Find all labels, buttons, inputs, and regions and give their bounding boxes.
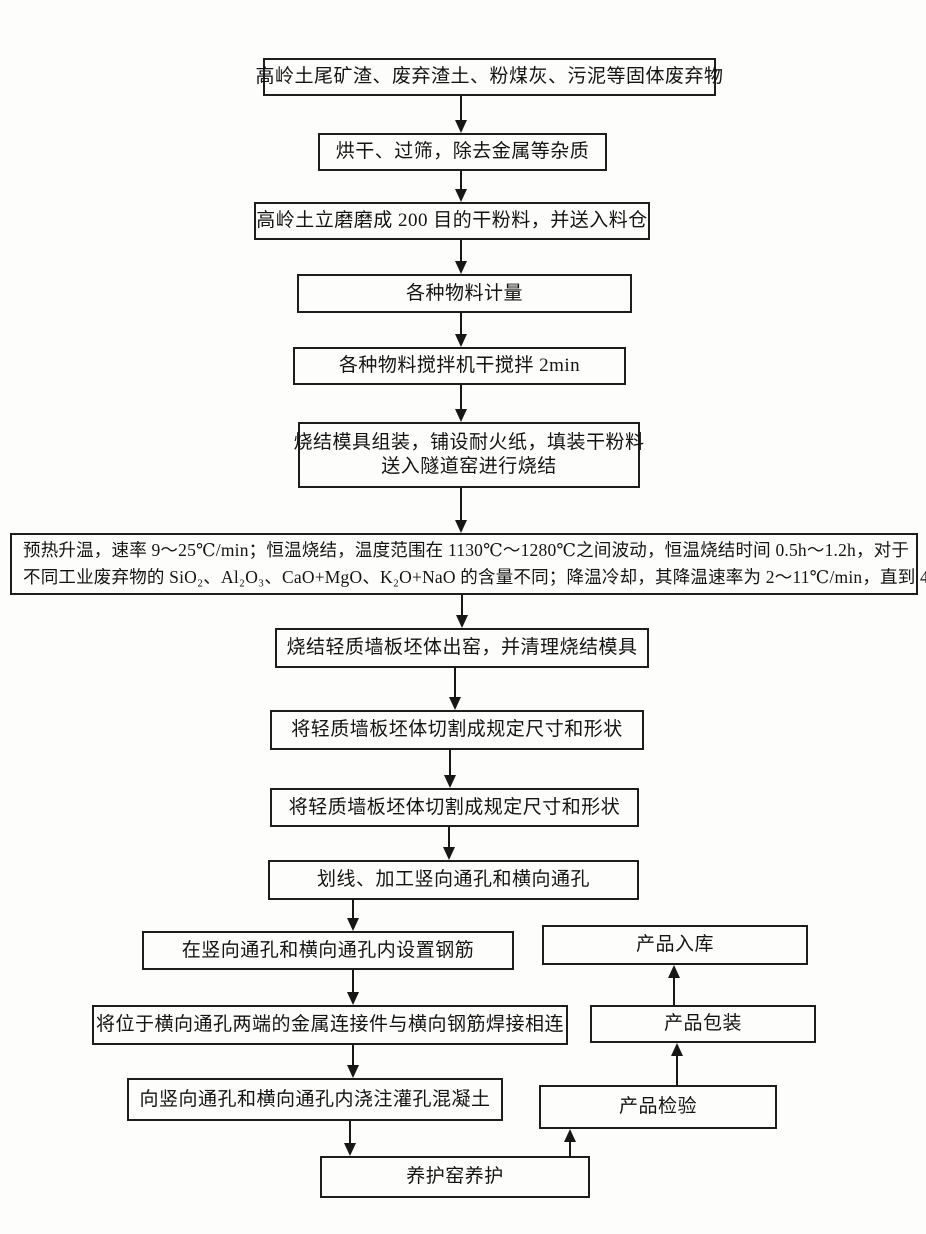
flow-step-dry-mix-label: 各种物料搅拌机干搅拌 2min xyxy=(338,355,581,377)
flow-step-cut-1-label: 将轻质墙板坯体切割成规定尺寸和形状 xyxy=(291,719,623,741)
flow-step-mold-line1: 烧结模具组装，铺设耐火纸，填装干粉料 xyxy=(293,432,645,454)
flow-step-place-rebar: 在竖向通孔和横向通孔内设置钢筋 xyxy=(142,931,514,970)
flow-step-grind-label: 高岭土立磨磨成 200 目的干粉料，并送入料仓 xyxy=(256,210,648,232)
flow-step-unload-kiln-label: 烧结轻质墙板坯体出窑，并清理烧结模具 xyxy=(286,637,638,659)
flow-step-dosing-label: 各种物料计量 xyxy=(405,282,523,304)
flow-step-product-warehouse-label: 产品入库 xyxy=(635,934,714,956)
flow-step-mold: 烧结模具组装，铺设耐火纸，填装干粉料 送入隧道窑进行烧结 xyxy=(294,422,644,488)
flow-step-sinter: 预热升温，速率 9～25℃/min；恒温烧结，温度范围在 1130℃～1280℃… xyxy=(10,533,926,595)
flow-step-curing-kiln: 养护窑养护 xyxy=(320,1156,590,1198)
flow-step-product-inspect: 产品检验 xyxy=(539,1085,777,1129)
flow-step-scribe-holes-label: 划线、加工竖向通孔和横向通孔 xyxy=(316,869,590,891)
flow-step-scribe-holes: 划线、加工竖向通孔和横向通孔 xyxy=(268,860,639,900)
flow-step-cut-2: 将轻质墙板坯体切割成规定尺寸和形状 xyxy=(270,788,639,827)
flow-step-unload-kiln: 烧结轻质墙板坯体出窑，并清理烧结模具 xyxy=(275,628,649,668)
flow-step-cut-1: 将轻质墙板坯体切割成规定尺寸和形状 xyxy=(270,710,644,750)
flow-step-product-warehouse: 产品入库 xyxy=(542,925,808,965)
flow-step-place-rebar-label: 在竖向通孔和横向通孔内设置钢筋 xyxy=(181,939,475,961)
flow-step-product-inspect-label: 产品检验 xyxy=(618,1096,697,1118)
flow-step-dry-screen: 烘干、过筛，除去金属等杂质 xyxy=(318,133,607,171)
flow-step-dosing: 各种物料计量 xyxy=(297,274,632,313)
flow-step-sinter-line2: 不同工业废弃物的 SiO₂、Al₂O₃、CaO+MgO、K₂O+NaO 的含量不… xyxy=(23,567,926,587)
flow-step-weld-connectors-label: 将位于横向通孔两端的金属连接件与横向钢筋焊接相连 xyxy=(95,1014,564,1036)
flow-step-curing-kiln-label: 养护窑养护 xyxy=(406,1166,504,1188)
flow-step-product-package: 产品包装 xyxy=(590,1005,816,1043)
flow-step-dry-mix: 各种物料搅拌机干搅拌 2min xyxy=(293,347,626,385)
flow-step-grind: 高岭土立磨磨成 200 目的干粉料，并送入料仓 xyxy=(254,202,650,240)
flow-step-product-package-label: 产品包装 xyxy=(663,1013,742,1035)
flow-step-weld-connectors: 将位于横向通孔两端的金属连接件与横向钢筋焊接相连 xyxy=(92,1005,568,1045)
flow-step-dry-screen-label: 烘干、过筛，除去金属等杂质 xyxy=(335,141,590,163)
flow-step-raw-materials: 高岭土尾矿渣、废弃渣土、粉煤灰、污泥等固体废弃物 xyxy=(256,58,723,96)
flow-step-mold-line2: 送入隧道窑进行烧结 xyxy=(381,456,557,477)
flow-step-raw-materials-label: 高岭土尾矿渣、废弃渣土、粉煤灰、污泥等固体废弃物 xyxy=(255,66,724,88)
flow-step-sinter-line1: 预热升温，速率 9～25℃/min；恒温烧结，温度范围在 1130℃～1280℃… xyxy=(23,540,910,560)
flow-step-grout-concrete: 向竖向通孔和横向通孔内浇注灌孔混凝土 xyxy=(127,1078,503,1121)
flow-step-grout-concrete-label: 向竖向通孔和横向通孔内浇注灌孔混凝土 xyxy=(139,1088,491,1110)
flow-step-cut-2-label: 将轻质墙板坯体切割成规定尺寸和形状 xyxy=(288,796,621,818)
